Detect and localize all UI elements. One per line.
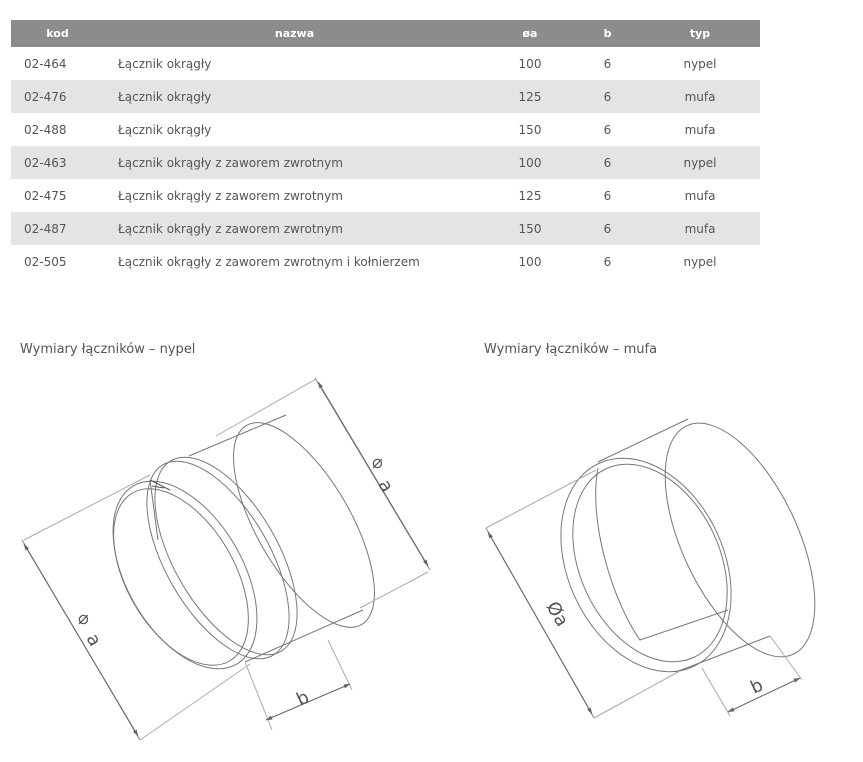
mufa-dimension-extension-b	[701, 635, 803, 717]
cell-b: 6	[603, 188, 612, 203]
cell-nazwa: Łącznik okrągły z zaworem zwrotnym i koł…	[118, 254, 420, 269]
cell-nazwa: Łącznik okrągły z zaworem zwrotnym	[104, 146, 485, 179]
diameter-symbol-icon: ⌀	[372, 452, 383, 473]
cell-kod: 02-488	[24, 122, 67, 137]
cell-b: 6	[603, 56, 612, 71]
cell-diameter-a: 150	[485, 212, 575, 245]
nypel-dimension-arrow-left	[23, 543, 139, 737]
header-b: b	[575, 20, 640, 47]
cell-b: 6	[575, 146, 640, 179]
cell-diameter-a: 125	[485, 80, 575, 113]
cell-diameter-a: 100	[518, 56, 542, 71]
cell-kod: 02-475	[24, 188, 67, 203]
nypel-label-a-top: a	[374, 476, 398, 496]
table-row: 02-505 Łącznik okrągły z zaworem zwrotny…	[11, 245, 760, 278]
mufa-label-b: b	[747, 675, 766, 699]
technical-drawings: ⌀ a ⌀ a b Øa b	[21, 377, 816, 741]
nypel-dimension-extension-b	[244, 639, 353, 731]
cell-diameter-a: 125	[518, 188, 542, 203]
cell-b: 6	[603, 122, 612, 137]
table-header-row: kod nazwa øa b typ	[11, 20, 760, 47]
mufa-outer-end-ellipse	[664, 422, 816, 658]
table-row: 02-463 Łącznik okrągły z zaworem zwrotny…	[11, 146, 760, 179]
diameter-symbol-icon: ⌀	[78, 608, 89, 629]
mufa-drawing	[485, 418, 816, 719]
mufa-dimension-extension-a	[485, 469, 679, 719]
cell-typ: nypel	[683, 56, 717, 71]
cell-kod: 02-487	[11, 212, 104, 245]
mufa-body-lines	[597, 418, 771, 673]
cell-typ: mufa	[684, 122, 716, 137]
mufa-label-a: Øa	[542, 598, 573, 630]
mufa-front-rim-inner	[572, 463, 728, 663]
header-typ: typ	[640, 20, 760, 47]
cell-kod: 02-476	[11, 80, 104, 113]
cell-typ: nypel	[683, 254, 717, 269]
nypel-seam-ring	[146, 460, 290, 660]
cell-typ: mufa	[684, 188, 716, 203]
nypel-dimension-extension-left	[23, 474, 251, 741]
nypel-outer-end-ellipse	[233, 422, 375, 628]
table-row: 02-476 Łącznik okrągły 125 6 mufa	[11, 80, 760, 113]
table-row: 02-464 Łącznik okrągły 100 6 nypel	[11, 47, 760, 80]
cell-diameter-a: 150	[518, 122, 542, 137]
mufa-front-rim	[560, 457, 732, 673]
mufa-inner-sleeve	[595, 467, 729, 641]
cell-nazwa: Łącznik okrągły	[104, 80, 485, 113]
cell-nazwa: Łącznik okrągły	[118, 56, 212, 71]
nypel-valve-line	[149, 479, 159, 541]
nypel-seam-ring	[154, 456, 298, 656]
cell-nazwa: Łącznik okrągły	[118, 122, 212, 137]
header-kod: kod	[11, 20, 104, 47]
mufa-dimension-arrow-b	[727, 677, 801, 713]
cell-kod: 02-463	[11, 146, 104, 179]
cell-typ: nypel	[640, 146, 760, 179]
header-diameter-a: øa	[485, 20, 575, 47]
cell-diameter-a: 100	[485, 146, 575, 179]
cell-b: 6	[603, 254, 612, 269]
cell-kod: 02-464	[24, 56, 67, 71]
cell-nazwa: Łącznik okrągły z zaworem zwrotnym	[104, 212, 485, 245]
spec-table: kod nazwa øa b typ 02-464 Łącznik okrągł…	[11, 20, 760, 278]
table-row: 02-475 Łącznik okrągły z zaworem zwrotny…	[11, 179, 760, 212]
nypel-dimension-extension-top	[215, 378, 429, 609]
table-row: 02-487 Łącznik okrągły z zaworem zwrotny…	[11, 212, 760, 245]
nypel-dimension-arrow-b	[265, 683, 351, 721]
cell-diameter-a: 100	[518, 254, 542, 269]
caption-nypel: Wymiary łączników – nypel	[20, 342, 196, 357]
cell-b: 6	[575, 212, 640, 245]
header-nazwa: nazwa	[104, 20, 485, 47]
caption-mufa: Wymiary łączników – mufa	[484, 342, 658, 357]
nypel-front-rim-inner	[113, 488, 249, 666]
nypel-front-rim	[112, 480, 258, 670]
nypel-valve-hinge-icon	[149, 479, 171, 491]
cell-typ: mufa	[640, 212, 760, 245]
mufa-dimension-arrow-a	[487, 531, 593, 715]
cell-kod: 02-505	[24, 254, 67, 269]
cell-typ: mufa	[640, 80, 760, 113]
cell-b: 6	[575, 80, 640, 113]
table-row: 02-488 Łącznik okrągły 150 6 mufa	[11, 113, 760, 146]
cell-nazwa: Łącznik okrągły z zaworem zwrotnym	[118, 188, 343, 203]
nypel-outer-body-lines	[188, 414, 364, 663]
nypel-drawing	[21, 377, 431, 741]
nypel-dimension-arrow-top	[317, 381, 429, 567]
